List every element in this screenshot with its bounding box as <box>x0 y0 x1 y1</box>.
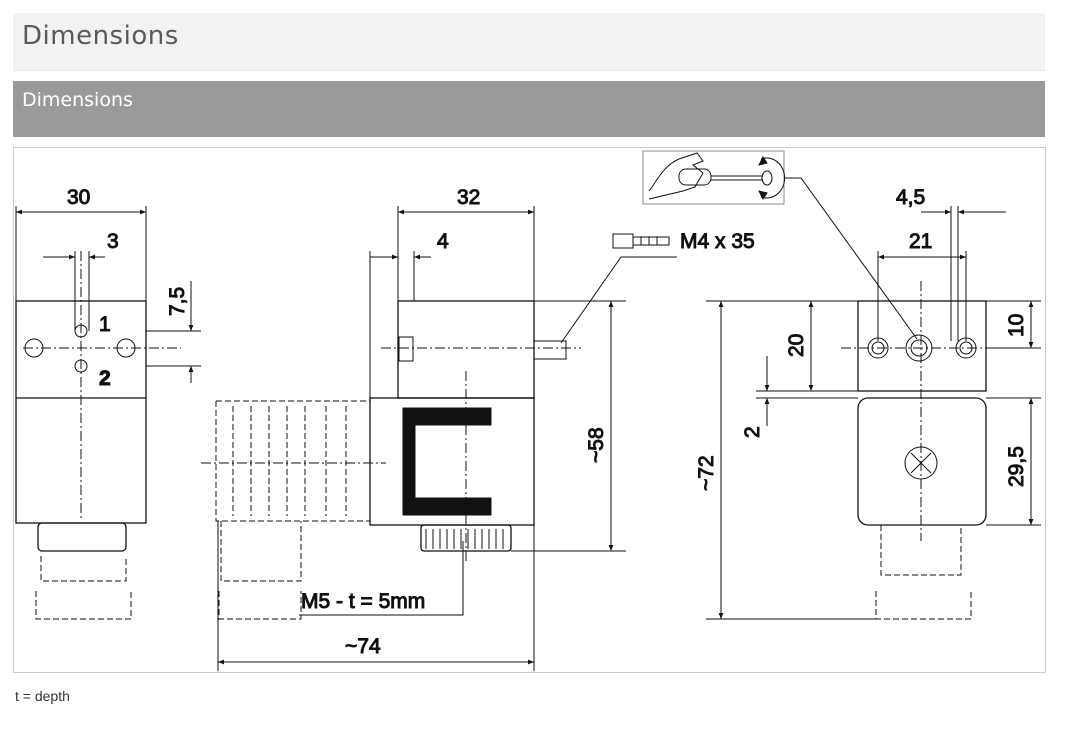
front-view <box>15 206 201 620</box>
dim-21: 21 <box>909 230 932 253</box>
thread-spec-label: M5 - t = 5mm <box>301 590 425 613</box>
side-view <box>201 206 677 671</box>
dim-30: 30 <box>67 186 90 209</box>
dim-3: 3 <box>107 230 119 253</box>
dim-74: ~74 <box>345 635 381 658</box>
screw-icon <box>612 233 670 249</box>
dim-7-5: 7,5 <box>166 287 189 316</box>
dim-29-5: 29,5 <box>1005 446 1028 487</box>
dimension-drawing: 30 3 7,5 1 2 32 4 M4 x 35 ~58 ~74 M5 - t… <box>15 150 1041 671</box>
section-title: Dimensions <box>22 89 133 111</box>
dim-58: ~58 <box>585 427 608 463</box>
dim-72: ~72 <box>695 455 718 491</box>
page-header: Dimensions <box>13 13 1045 71</box>
dim-4: 4 <box>437 230 449 253</box>
dim-32: 32 <box>457 186 480 209</box>
pin-2-label: 2 <box>99 367 111 390</box>
dim-20: 20 <box>785 334 808 357</box>
screwdriver-hand-icon <box>642 150 786 205</box>
page-title: Dimensions <box>22 21 179 51</box>
top-view <box>706 177 1041 620</box>
section-header[interactable]: Dimensions <box>13 81 1045 137</box>
screw-spec-label: M4 x 35 <box>680 230 755 253</box>
dim-10: 10 <box>1005 314 1028 337</box>
pin-1-label: 1 <box>99 313 111 336</box>
dim-4-5: 4,5 <box>896 186 925 209</box>
dim-2: 2 <box>741 426 764 438</box>
caption: t = depth <box>15 688 70 704</box>
dimension-drawing-frame: 30 3 7,5 1 2 32 4 M4 x 35 ~58 ~74 M5 - t… <box>13 147 1046 673</box>
